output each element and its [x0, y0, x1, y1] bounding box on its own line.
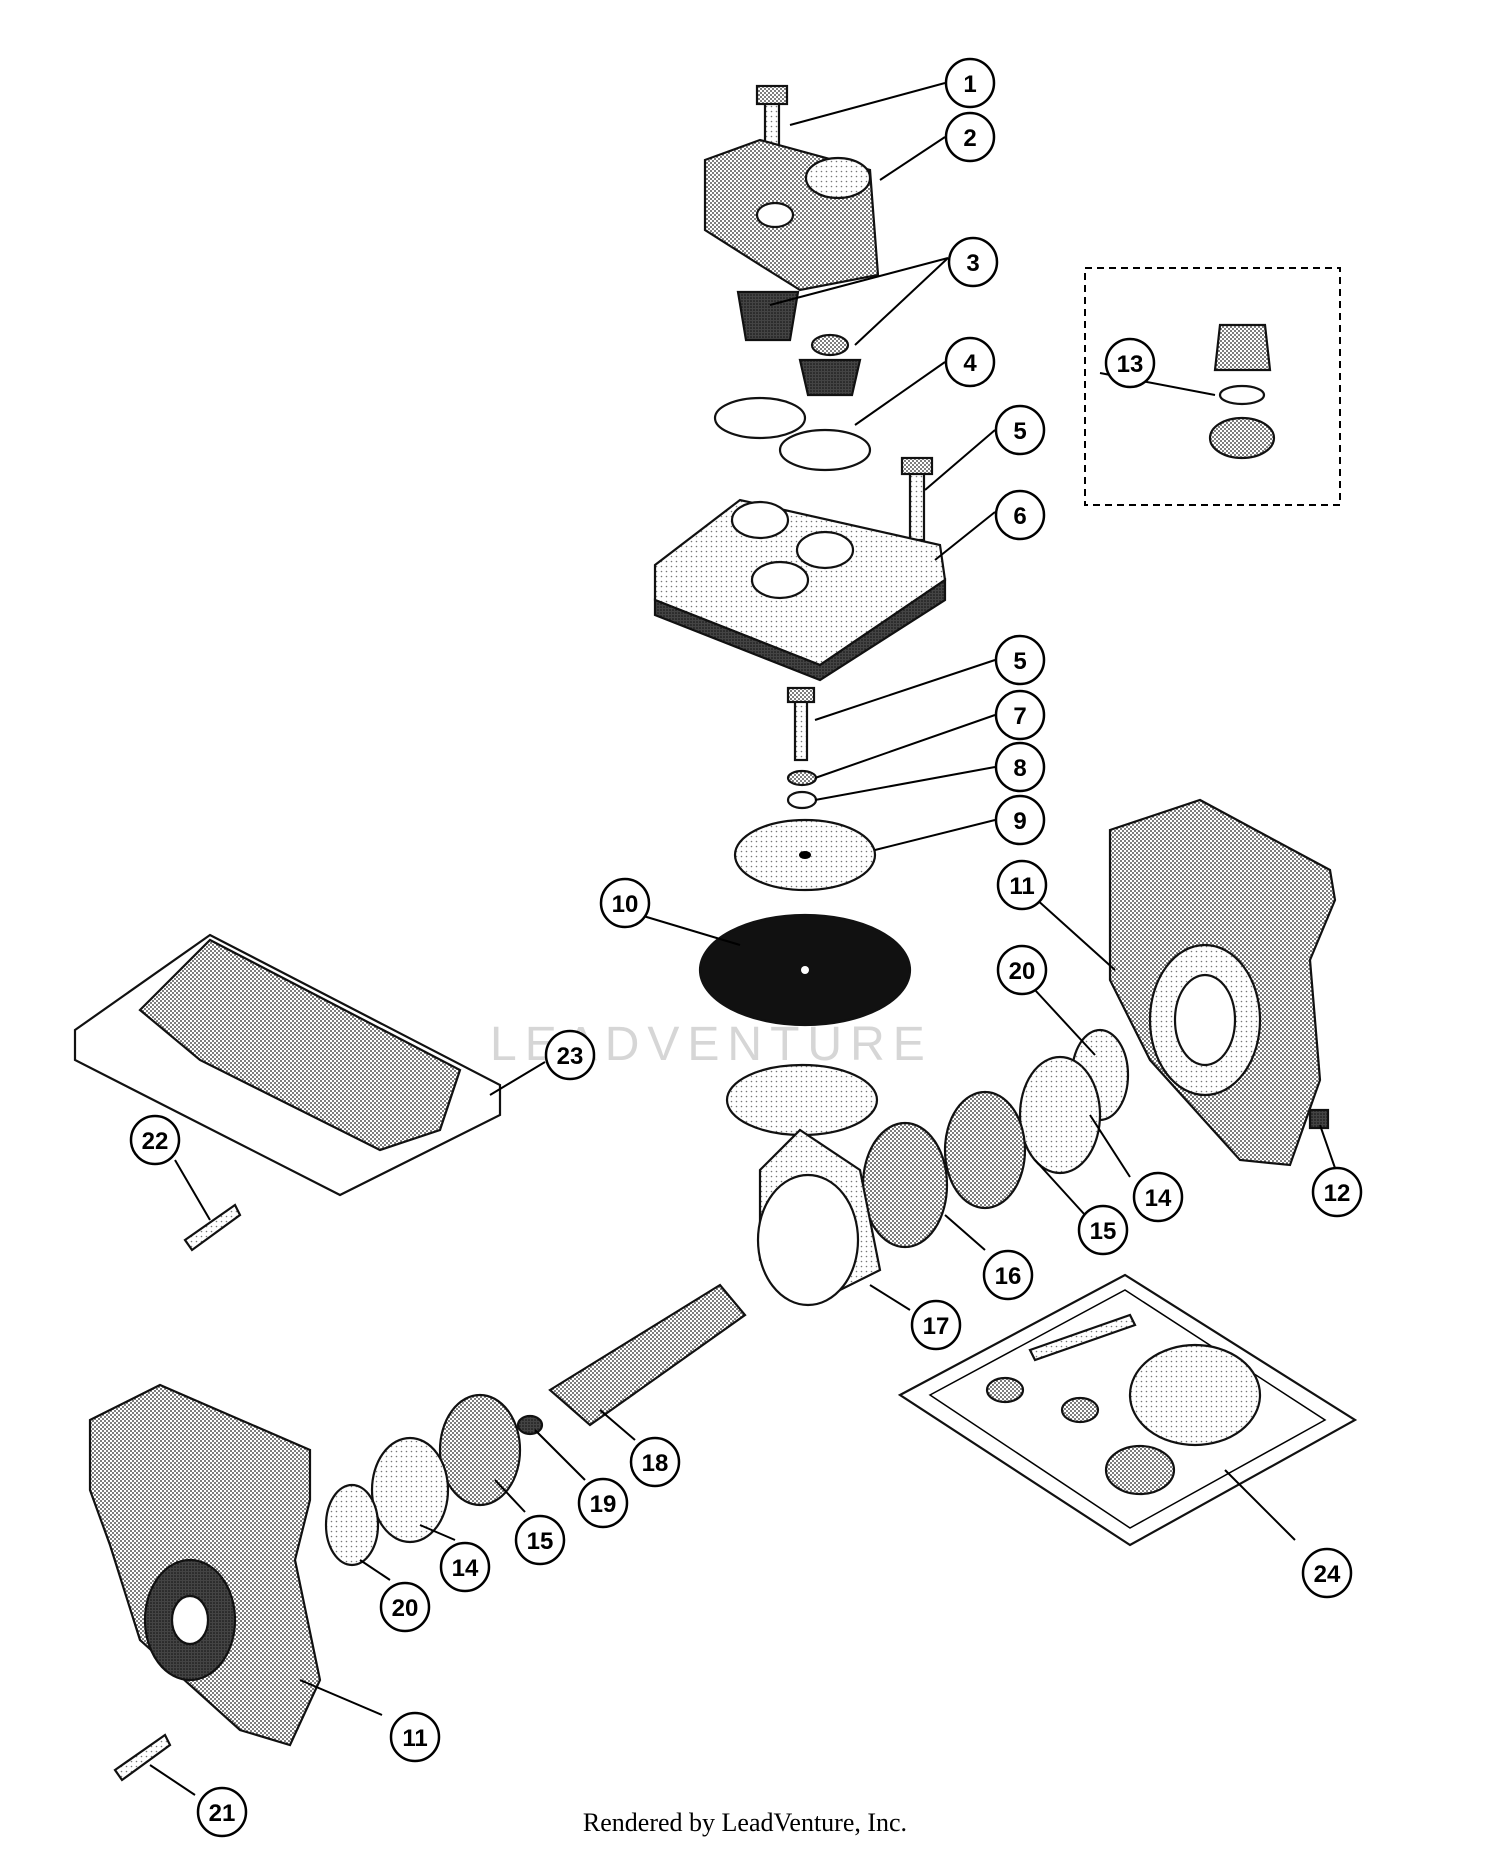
- svg-text:9: 9: [1013, 808, 1026, 835]
- part-12-fitting: [1308, 1108, 1330, 1130]
- part-3-valves: [736, 290, 862, 397]
- part-14-15-16-bearings-right: [861, 1028, 1130, 1249]
- svg-text:15: 15: [527, 1528, 554, 1555]
- svg-text:18: 18: [642, 1450, 669, 1477]
- callout-15-left: 15: [514, 1514, 566, 1566]
- part-10-diaphragm: [698, 913, 912, 1027]
- part-6-pump-head: [653, 498, 947, 682]
- callout-1: 1: [944, 57, 996, 109]
- part-13-valve-kit-box: [1084, 267, 1341, 506]
- part-9-plate: [733, 818, 877, 892]
- leader-lines: [149, 82, 1336, 1796]
- callout-9: 9: [994, 794, 1046, 846]
- svg-text:8: 8: [1013, 755, 1026, 782]
- svg-text:11: 11: [402, 1725, 427, 1752]
- svg-text:23: 23: [557, 1043, 584, 1070]
- callout-8: 8: [994, 741, 1046, 793]
- svg-text:2: 2: [963, 125, 976, 152]
- svg-text:3: 3: [966, 250, 979, 277]
- part-11-housing-left: [88, 1383, 322, 1747]
- footer-rendered-by: Rendered by LeadVenture, Inc.: [583, 1808, 907, 1837]
- callout-3: 3: [947, 236, 999, 288]
- callout-5-lower: 5: [994, 634, 1046, 686]
- svg-text:5: 5: [1013, 418, 1026, 445]
- callout-18: 18: [629, 1436, 681, 1488]
- callout-6: 6: [994, 489, 1046, 541]
- callout-11-left: 11: [389, 1711, 441, 1763]
- svg-text:11: 11: [1009, 873, 1034, 900]
- callout-17: 17: [910, 1299, 962, 1351]
- part-7-8-washers: [786, 769, 818, 810]
- svg-text:10: 10: [612, 891, 639, 918]
- part-14-15-20-bearings-left: [324, 1393, 522, 1567]
- callout-14-right: 14: [1132, 1171, 1184, 1223]
- callout-22: 22: [129, 1114, 181, 1166]
- callout-16: 16: [982, 1249, 1034, 1301]
- svg-text:6: 6: [1013, 503, 1026, 530]
- svg-text:1: 1: [963, 71, 976, 98]
- callout-23: 23: [544, 1029, 596, 1081]
- callout-7: 7: [994, 689, 1046, 741]
- svg-text:5: 5: [1013, 648, 1026, 675]
- svg-text:13: 13: [1117, 351, 1144, 378]
- callout-15-right: 15: [1077, 1204, 1129, 1256]
- part-21-screw: [113, 1733, 172, 1782]
- svg-text:21: 21: [209, 1800, 236, 1827]
- part-23-base-bracket: [73, 933, 502, 1197]
- svg-text:14: 14: [1145, 1185, 1172, 1212]
- part-11-housing-right: [1108, 798, 1337, 1167]
- callout-21: 21: [196, 1786, 248, 1838]
- callout-4: 4: [944, 336, 996, 388]
- part-5-bolt-upper: [900, 456, 934, 542]
- callout-2: 2: [944, 111, 996, 163]
- svg-text:7: 7: [1013, 703, 1026, 730]
- svg-text:14: 14: [452, 1555, 479, 1582]
- callout-19: 19: [577, 1477, 629, 1529]
- callout-5-upper: 5: [994, 404, 1046, 456]
- callout-14-left: 14: [439, 1541, 491, 1593]
- svg-text:12: 12: [1324, 1180, 1351, 1207]
- callout-12: 12: [1311, 1166, 1363, 1218]
- part-17-connecting-rod: [725, 1063, 882, 1307]
- callout-13: 13: [1104, 337, 1156, 389]
- callout-24: 24: [1301, 1547, 1353, 1599]
- part-5-bolt-lower: [786, 686, 816, 762]
- svg-text:20: 20: [1009, 958, 1036, 985]
- callout-20-right: 20: [996, 944, 1048, 996]
- part-22-screw: [183, 1203, 242, 1252]
- svg-text:24: 24: [1314, 1561, 1341, 1588]
- svg-text:15: 15: [1090, 1218, 1117, 1245]
- svg-text:16: 16: [995, 1263, 1022, 1290]
- svg-text:20: 20: [392, 1595, 419, 1622]
- svg-text:17: 17: [923, 1313, 950, 1340]
- part-24-repair-kit: [897, 1273, 1358, 1547]
- callout-10: 10: [599, 877, 651, 929]
- svg-text:19: 19: [590, 1491, 617, 1518]
- svg-text:22: 22: [142, 1128, 169, 1155]
- part-19-key: [516, 1414, 544, 1436]
- part-4-o-rings: [713, 396, 872, 472]
- svg-text:4: 4: [963, 350, 977, 377]
- callout-11-right: 11: [996, 859, 1048, 911]
- part-18-shaft: [548, 1283, 747, 1427]
- part-2-manifold: [703, 138, 880, 292]
- callout-20-left: 20: [379, 1581, 431, 1633]
